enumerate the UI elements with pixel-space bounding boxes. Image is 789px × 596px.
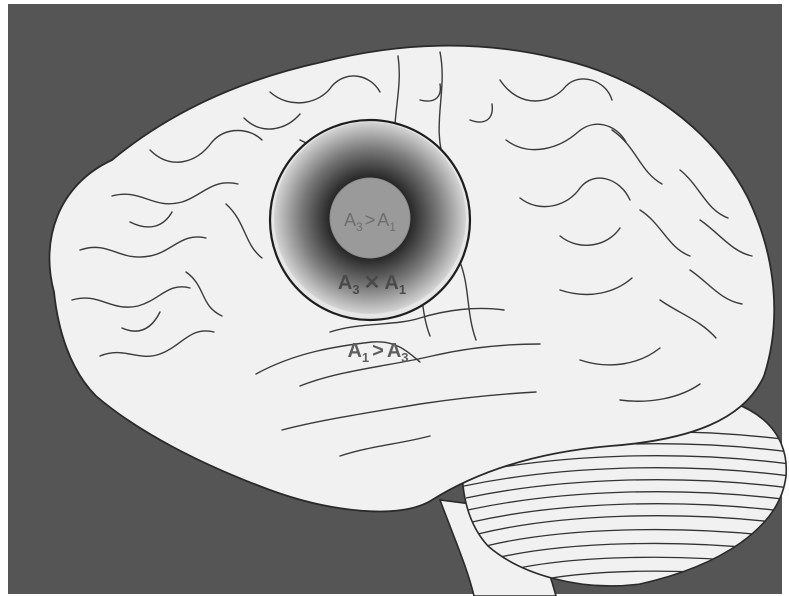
outer-label-a-sub: 1 — [362, 350, 369, 365]
inner-label-op: > — [365, 210, 376, 230]
outer-label-b-sub: 3 — [401, 350, 408, 365]
middle-label-b-sub: 1 — [399, 282, 406, 297]
inner-label-a: A — [344, 210, 356, 230]
middle-label-a: A — [338, 272, 352, 294]
middle-label: A3✕A1 — [338, 272, 406, 297]
middle-label-op: ✕ — [364, 272, 381, 294]
middle-label-b: A — [384, 272, 398, 294]
middle-label-a-sub: 3 — [352, 282, 359, 297]
inner-label-b-sub: 1 — [389, 220, 396, 234]
outer-label-op: > — [372, 340, 384, 362]
inner-label-a-sub: 3 — [356, 220, 363, 234]
outer-label-b: A — [387, 340, 401, 362]
outer-label-a: A — [347, 340, 361, 362]
inner-label-b: A — [377, 210, 389, 230]
outer-label: A1>A3 — [347, 340, 408, 365]
